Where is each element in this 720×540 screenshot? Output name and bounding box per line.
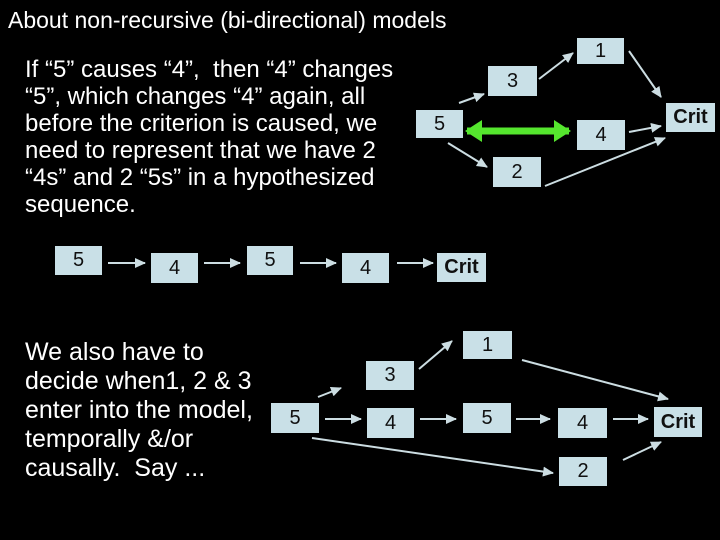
top-arrow-2-to-crit — [544, 137, 666, 187]
bottom-arrow-5-to-3 — [317, 386, 342, 398]
top-arrow-1-to-crit — [628, 50, 662, 98]
bottom-paragraph: We also have to decide when1, 2 & 3 ente… — [25, 338, 253, 482]
bottom-arrow-1-to-crit — [521, 359, 669, 402]
bottom-arrow-5-to-2 — [311, 437, 554, 477]
bottom-arrow-3-to-1 — [418, 340, 453, 370]
top-arrow-5-to-2 — [447, 142, 488, 168]
top-arrow-5-to-3 — [458, 92, 485, 104]
top-arrow-4-to-crit — [628, 122, 662, 133]
intro-paragraph: If “5” causes “4”, then “4” changes “5”,… — [25, 56, 394, 218]
bottom-arrow-2-to-crit — [622, 441, 662, 461]
top-arrow-3-to-1 — [538, 52, 574, 80]
slide-title: About non-recursive (bi-directional) mod… — [8, 7, 447, 33]
